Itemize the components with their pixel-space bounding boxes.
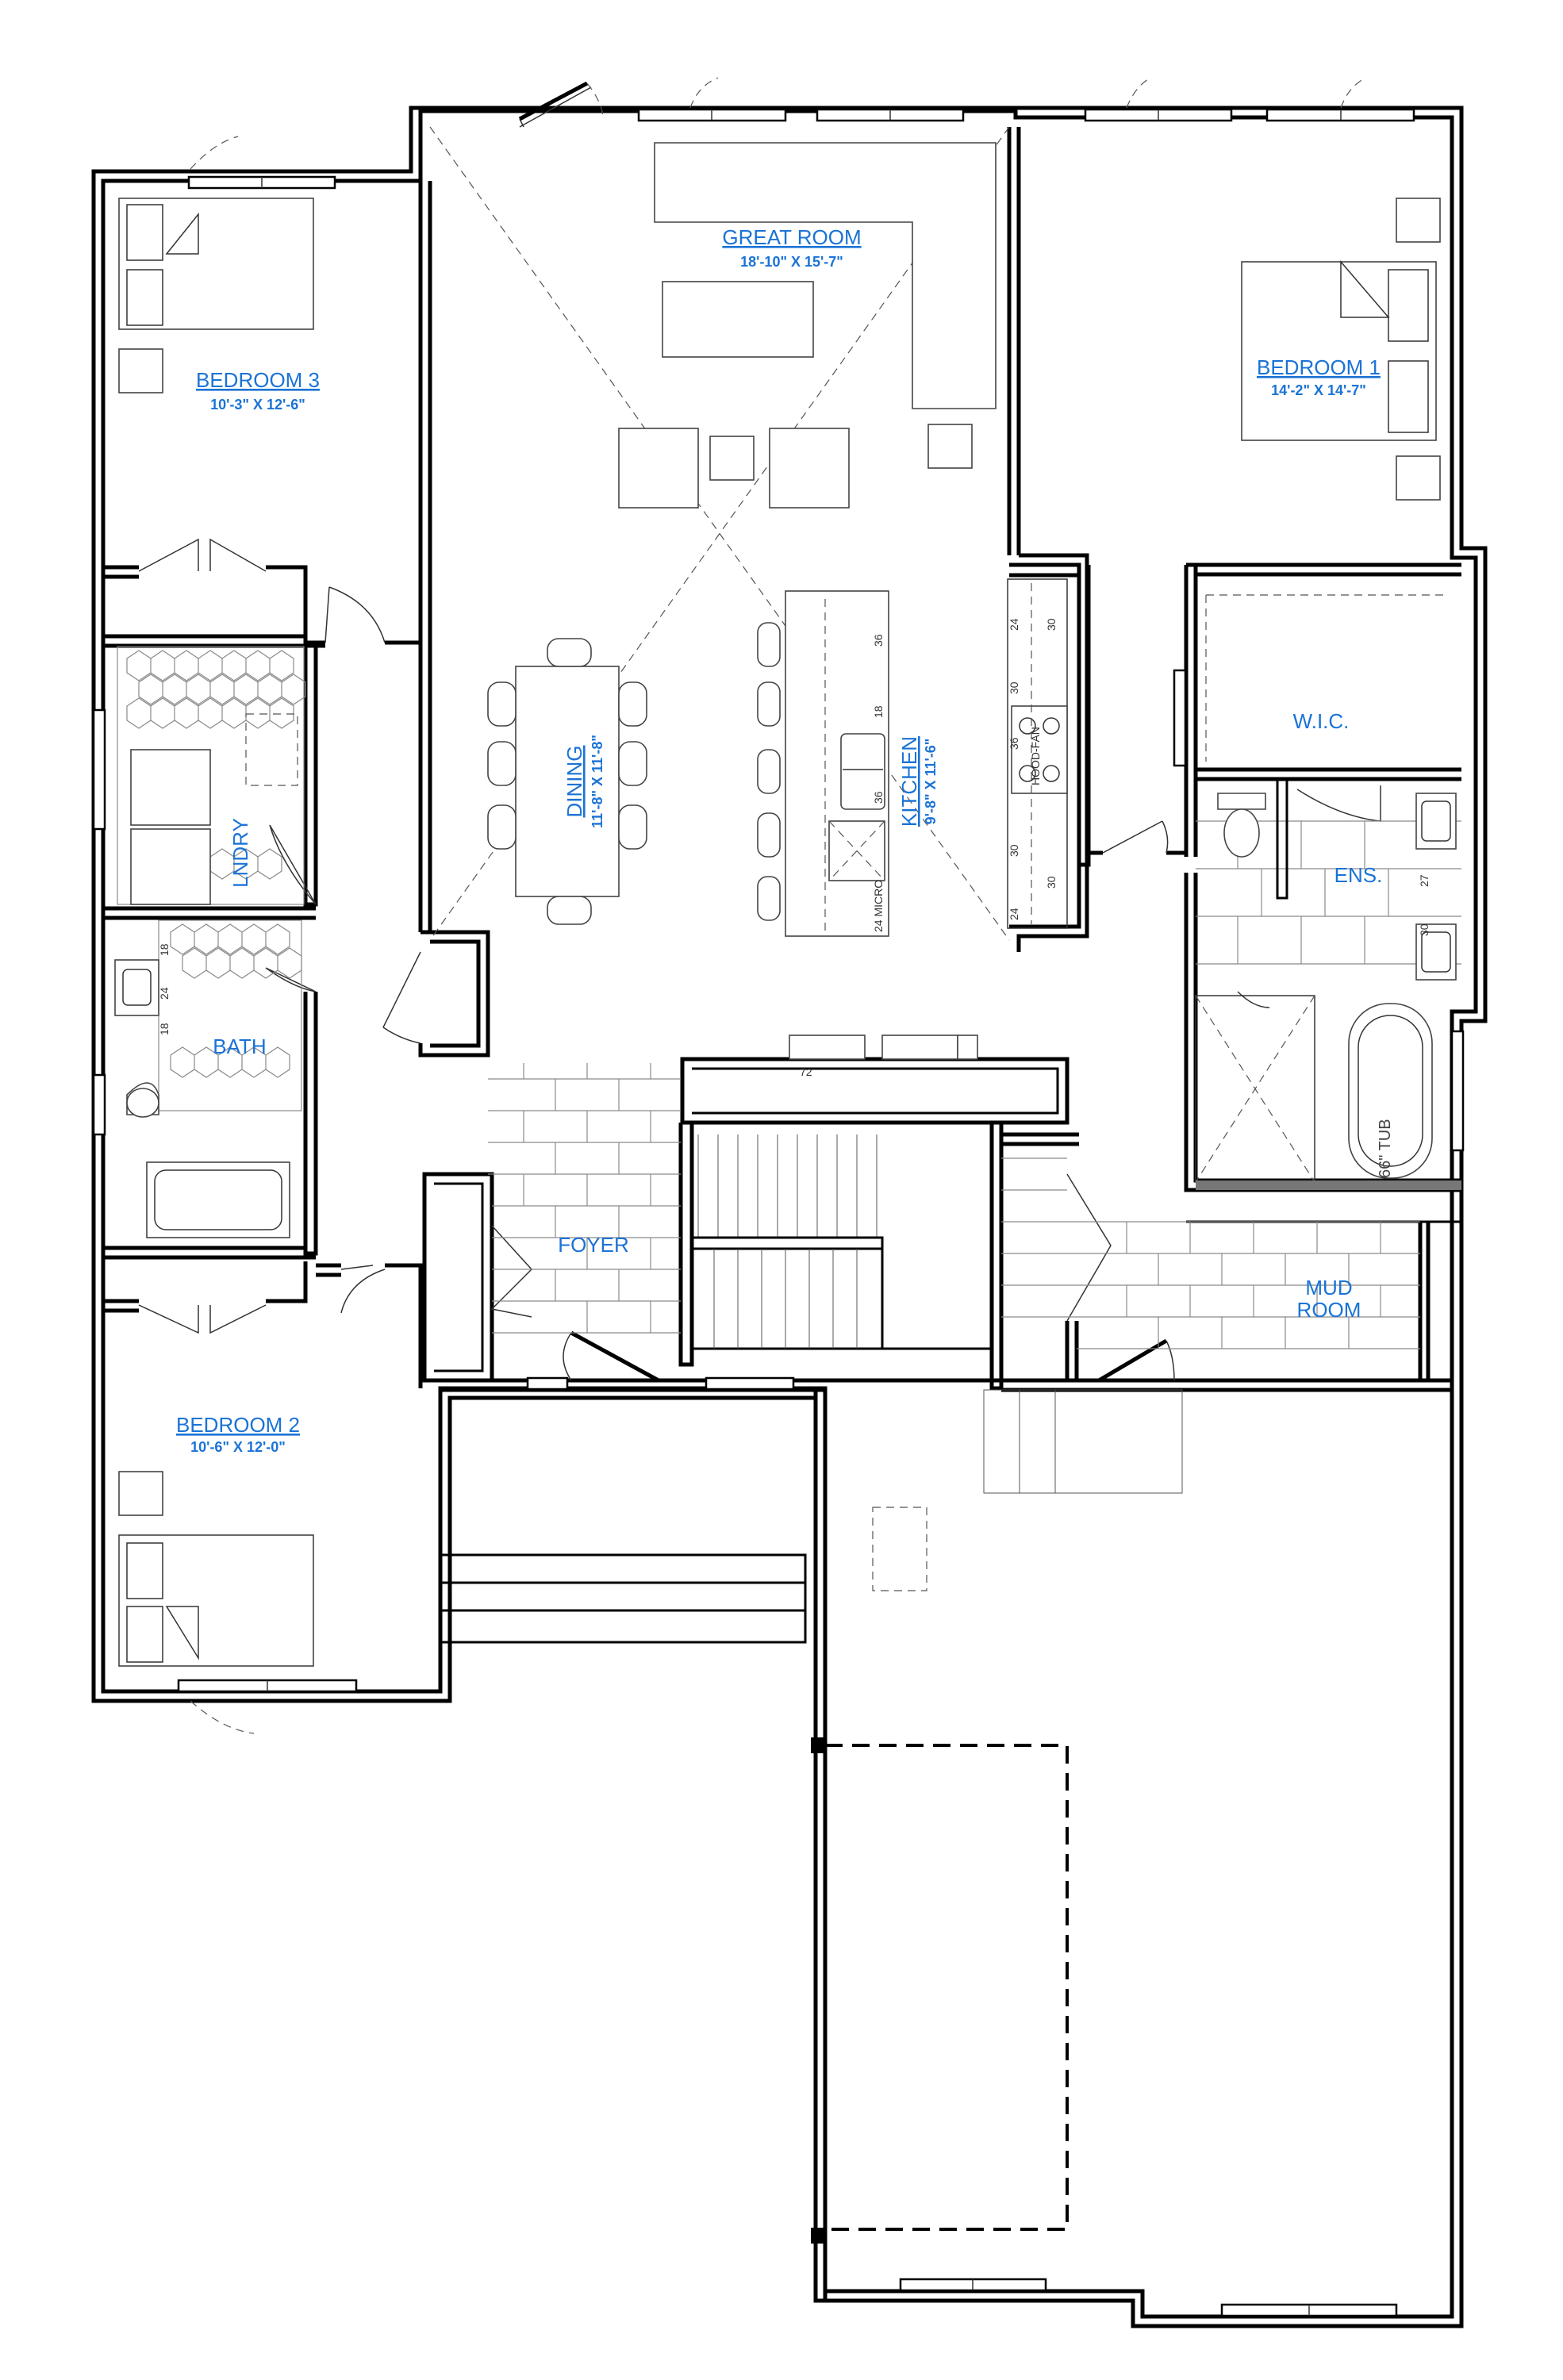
hood-fan-label: HOOD-FAN	[1029, 727, 1042, 785]
sectional-sofa	[654, 142, 997, 409]
toilet	[1217, 793, 1266, 810]
window	[526, 1376, 569, 1391]
interior-walls	[103, 127, 1461, 2301]
bath-label: BATH	[213, 1035, 266, 1058]
great-room-dims: 18'-10" X 15'-7"	[740, 254, 843, 270]
armchair	[618, 428, 699, 509]
annotations: 24 30 30 36 HOOD-FAN 30 30 24 36 18 36 2…	[158, 618, 1431, 1178]
doors	[138, 77, 1381, 1753]
washer	[130, 749, 211, 826]
bedroom1-dims: 14'-2" X 14'-7"	[1271, 382, 1366, 398]
bedroom2-label: BEDROOM 2	[176, 1413, 300, 1437]
cabinet-size: 30	[1008, 681, 1020, 694]
wic-label: W.I.C.	[1293, 709, 1350, 733]
nightstand	[1396, 198, 1441, 243]
window	[92, 708, 106, 831]
mudroom-label-2: ROOM	[1297, 1298, 1361, 1322]
bath-size: 18	[158, 1023, 171, 1035]
kitchen-sink	[840, 733, 885, 810]
micro-label: 24 MICRO	[872, 880, 885, 932]
nightstand	[118, 1471, 163, 1516]
dining-dims: 11'-8" X 11'-8"	[589, 735, 605, 828]
cabinet-size: 24	[1008, 618, 1020, 631]
bath-size: 24	[158, 987, 171, 1000]
side-table	[709, 436, 755, 481]
bed	[1241, 261, 1437, 441]
tub-label: 66" TUB	[1377, 1119, 1394, 1178]
bed	[118, 1534, 314, 1667]
nightstand	[1396, 455, 1441, 501]
ensuite-size: 30	[1418, 923, 1431, 936]
cabinet-size: 30	[1008, 844, 1020, 857]
room-labels: GREAT ROOM 18'-10" X 15'-7" BEDROOM 1 14…	[176, 225, 1382, 1455]
bedroom-1	[1241, 198, 1441, 501]
dining-label: DINING	[563, 746, 586, 818]
window	[92, 1073, 106, 1136]
cabinet-size: 30	[1045, 618, 1058, 631]
island-size: 72	[800, 1065, 812, 1078]
freestanding-tub	[1348, 1003, 1433, 1179]
cabinet-size: 24	[1008, 908, 1020, 920]
laundry-label: LNDRY	[228, 818, 252, 888]
great-room	[429, 126, 1010, 941]
bed	[118, 198, 314, 330]
bedroom2-dims: 10'-6" X 12'-0"	[190, 1439, 286, 1455]
bedroom-3	[118, 198, 314, 393]
bedroom1-label: BEDROOM 1	[1257, 355, 1381, 379]
kitchen	[757, 578, 1068, 937]
ensuite-label: ENS.	[1335, 863, 1383, 887]
side-table	[927, 424, 973, 469]
windows	[92, 108, 1465, 2317]
cabinet-size: 36	[1008, 737, 1020, 750]
great-room-label: GREAT ROOM	[722, 225, 861, 249]
parking-outline	[824, 1744, 1069, 2231]
kitchen-label: KITCHEN	[897, 736, 921, 827]
cabinet-size: 30	[1045, 876, 1058, 889]
garage	[811, 1389, 1183, 2244]
window	[1173, 669, 1187, 767]
mudroom-label-1: MUD	[1305, 1276, 1352, 1299]
foyer-tile	[488, 1063, 681, 1334]
foyer-label: FOYER	[558, 1233, 629, 1257]
kitchen-dims: 9'-8" X 11'-6"	[923, 739, 939, 825]
armchair	[769, 428, 850, 509]
walk-in-closet	[1205, 594, 1444, 762]
bedroom3-dims: 10'-3" X 12'-6"	[210, 397, 305, 413]
dryer	[130, 828, 211, 905]
bathtub	[146, 1161, 290, 1238]
staircase	[690, 1035, 978, 1349]
bathroom	[114, 919, 302, 1238]
bedroom-2	[118, 1471, 314, 1667]
cabinet-size: 36	[872, 634, 885, 647]
bathroom-sink	[114, 959, 159, 1016]
bedroom3-label: BEDROOM 3	[196, 368, 320, 392]
ensuite	[1195, 777, 1461, 1190]
bath-size: 18	[158, 943, 171, 956]
window	[705, 1376, 795, 1391]
cabinet-size: 36	[872, 791, 885, 804]
laundry-room	[117, 646, 306, 905]
deck-steps	[439, 1553, 807, 1644]
mudroom-tile	[1001, 1157, 1420, 1349]
window	[1450, 1030, 1465, 1152]
cabinet-size: 18	[872, 705, 885, 718]
ensuite-size: 27	[1418, 874, 1431, 887]
dining-chairs	[487, 638, 647, 925]
coffee-table	[662, 281, 814, 358]
nightstand	[118, 348, 163, 393]
